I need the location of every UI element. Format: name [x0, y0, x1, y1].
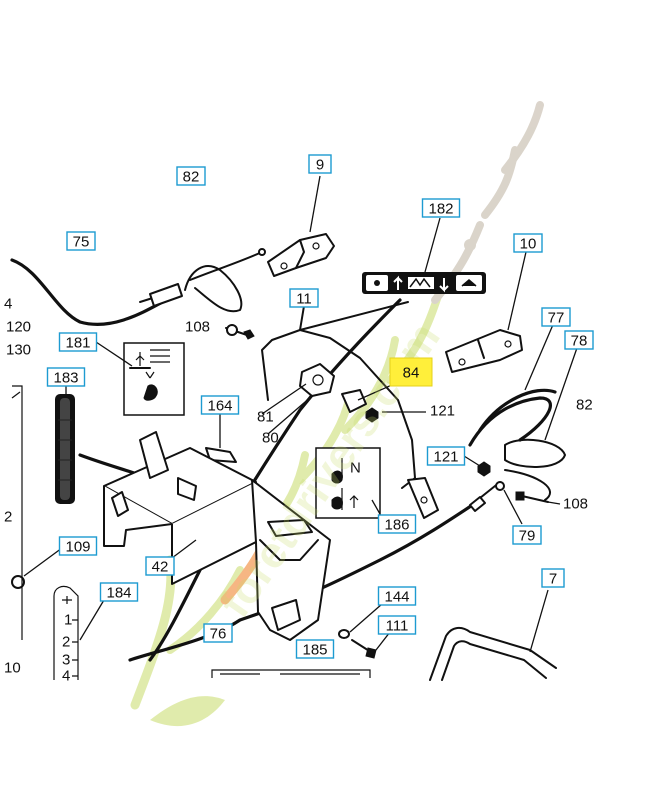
part-84-clip: [341, 383, 395, 413]
part-10-bracket: [445, 251, 527, 373]
washer-144: [338, 603, 383, 639]
callout-label-181: 181: [65, 335, 90, 352]
callout-label-121: 121: [430, 403, 455, 420]
part-185: [211, 669, 371, 678]
callout-box-77: [541, 307, 571, 327]
callout-label-edge-130: 130: [6, 342, 31, 359]
callout-label-9: 9: [316, 157, 324, 174]
callout-label-79: 79: [519, 528, 536, 545]
callout-label-82: 82: [183, 169, 200, 186]
callout-box-11: [289, 288, 319, 308]
callout-box-184: [99, 582, 139, 602]
watermark-logo: [130, 101, 544, 727]
callout-box-10: [513, 233, 543, 253]
callout-label-121: 121: [433, 449, 458, 466]
callout-box-181: [58, 332, 98, 352]
callout-label-184: 184: [106, 585, 131, 602]
decal-186: N: [315, 447, 381, 519]
callout-label-109: 109: [65, 539, 90, 556]
scale-184-tick-2: 2: [62, 634, 70, 651]
decal-186-n-label: N: [350, 460, 361, 477]
callout-label-82: 82: [576, 397, 593, 414]
callout-label-42: 42: [152, 559, 169, 576]
bolt-109: [11, 547, 63, 589]
part-42-bracket: [103, 431, 331, 641]
callout-box-121: [426, 446, 466, 466]
callout-label-77: 77: [548, 310, 565, 327]
callout-label-80: 80: [262, 430, 279, 447]
nut-121a: [365, 407, 426, 423]
callout-label-7: 7: [549, 571, 557, 588]
callout-box-111: [377, 615, 417, 635]
callout-box-82: [176, 166, 206, 186]
callout-label-185: 185: [302, 642, 327, 659]
callout-box-185: [295, 639, 335, 659]
part-9-bracket: [267, 175, 335, 277]
callout-box-76: [203, 623, 233, 643]
scale-184-tick-4: 4: [62, 668, 70, 685]
callout-box-183: [46, 367, 86, 387]
inset-181: [95, 341, 185, 416]
decal-182: [362, 217, 486, 294]
callout-label-11: 11: [296, 291, 312, 308]
cable-77-78: [468, 319, 579, 501]
rod-11: [261, 301, 439, 519]
callout-label-164: 164: [207, 398, 232, 415]
rod-7: [429, 589, 557, 681]
scale-184-tick-1: 1: [64, 612, 72, 629]
callout-box-9: [308, 154, 332, 174]
cable-75: [10, 258, 183, 326]
callout-box-186: [377, 514, 417, 534]
callout-label-76: 76: [210, 626, 227, 643]
bolt-108a: [225, 324, 255, 340]
callout-label-10: 10: [520, 236, 537, 253]
callout-label-78: 78: [571, 333, 588, 350]
callout-label-edge-120: 120: [6, 319, 31, 336]
callout-box-78: [564, 330, 594, 350]
parts-80-81: [261, 363, 335, 435]
scale-184-tick-3: 3: [62, 652, 70, 669]
nut-121b: [463, 455, 491, 477]
callout-box-164: [200, 395, 240, 415]
left-edge-frame: [11, 385, 23, 640]
bolt-111: [351, 631, 391, 659]
callout-label-84: 84: [403, 365, 420, 382]
callout-box-84-highlight: [389, 357, 433, 387]
callout-label-edge-2: 2: [4, 509, 12, 526]
callout-box-109: [58, 536, 98, 556]
callout-label-183: 183: [53, 370, 78, 387]
cable-82-loop: [184, 248, 266, 313]
callout-label-144: 144: [384, 589, 409, 606]
callout-box-42: [145, 556, 175, 576]
callout-label-edge-10: 10: [4, 660, 21, 677]
callout-label-186: 186: [384, 517, 409, 534]
callout-box-79: [512, 525, 542, 545]
bolt-108b: [515, 491, 561, 505]
callout-box-144: [377, 586, 417, 606]
callout-label-75: 75: [73, 234, 90, 251]
part-183-lever: [55, 384, 75, 504]
callout-label-81: 81: [257, 409, 274, 426]
callout-label-111: 111: [386, 618, 409, 635]
callout-label-108: 108: [563, 496, 588, 513]
callout-label-182: 182: [428, 201, 453, 218]
callout-box-182: [421, 198, 461, 218]
scale-184: 1 2 3 4: [53, 585, 105, 685]
callout-box-7: [541, 568, 565, 588]
callout-label-edge-4: 4: [4, 296, 12, 313]
callout-box-75: [66, 231, 96, 251]
part-79: [495, 481, 523, 525]
part-164: [205, 412, 237, 463]
callout-label-108: 108: [185, 319, 210, 336]
